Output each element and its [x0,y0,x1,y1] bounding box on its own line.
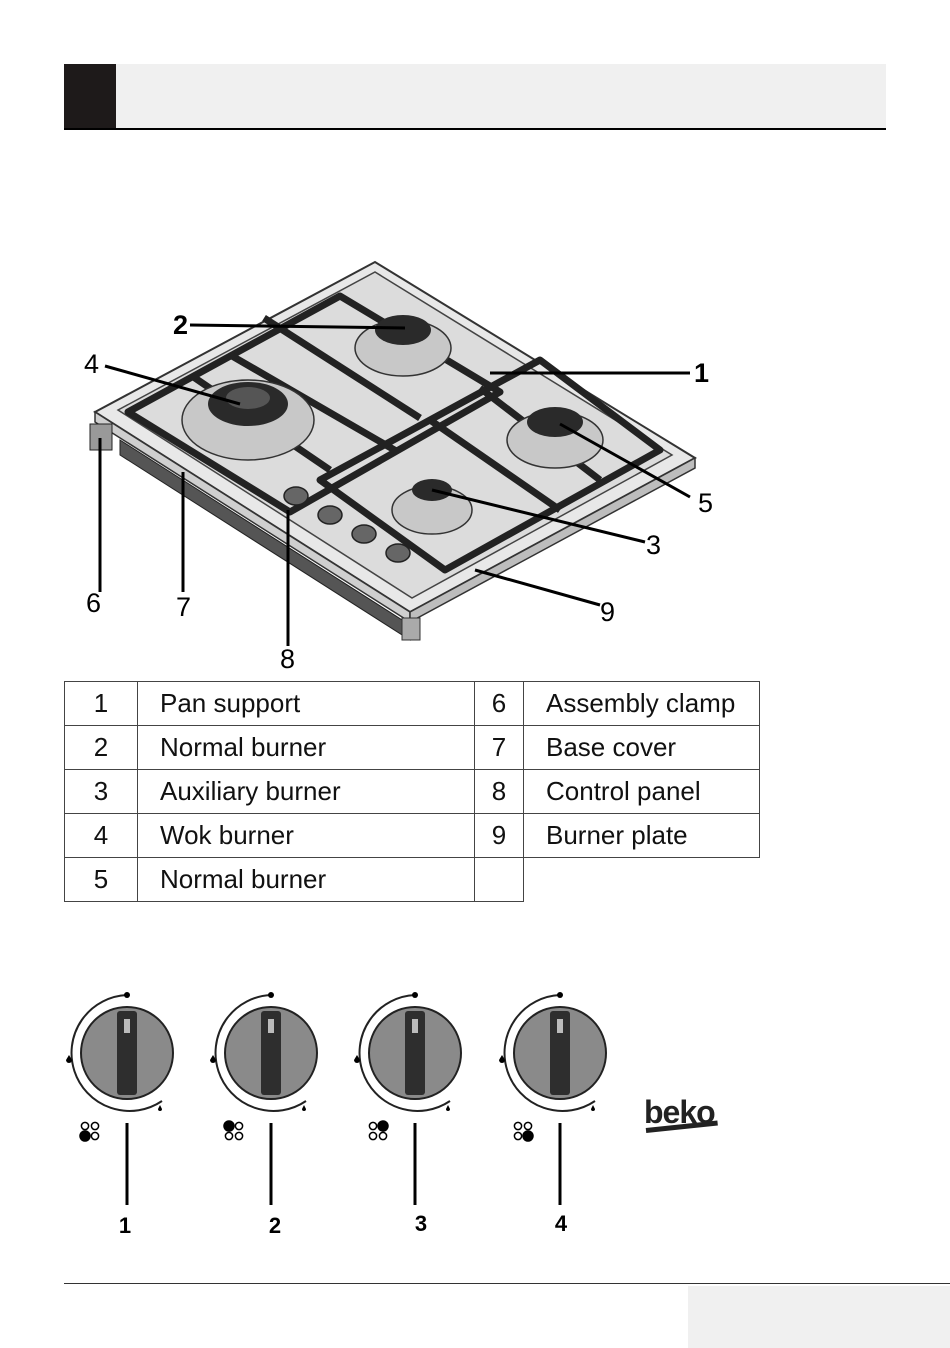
burner-dot [235,1132,242,1139]
burner-dot [235,1122,242,1129]
control-knob [354,992,461,1205]
knob-number-4: 4 [546,1211,576,1237]
parts-table: 1 Pan support 6 Assembly clamp 2 Normal … [64,681,760,902]
table-row: 5 Normal burner [65,858,760,902]
burner-dot [379,1132,386,1139]
part-number: 1 [65,682,138,726]
active-burner-dot [523,1131,533,1141]
part-label: Pan support [138,682,475,726]
burner-dot [514,1132,521,1139]
burner-dot [369,1132,376,1139]
hob-foot [402,618,420,640]
knob-indicator [124,1019,130,1033]
callout-4: 4 [84,349,99,380]
knob-number-3: 3 [406,1211,436,1237]
callout-6: 6 [86,588,101,619]
active-burner-dot [378,1121,388,1131]
table-row: 4 Wok burner 9 Burner plate [65,814,760,858]
callout-3: 3 [646,530,661,561]
part-number: 6 [475,682,524,726]
min-flame-icon [591,1105,595,1111]
active-burner-dot [224,1121,234,1131]
part-number: 8 [475,770,524,814]
callout-1: 1 [694,358,709,389]
off-position-dot [268,992,274,998]
table-row: 2 Normal burner 7 Base cover [65,726,760,770]
part-label: Burner plate [524,814,760,858]
part-number: 3 [65,770,138,814]
part-label: Control panel [524,770,760,814]
part-label: Base cover [524,726,760,770]
section-header-bar [64,64,886,130]
footer-page-tab [688,1286,950,1348]
table-row: 3 Auxiliary burner 8 Control panel [65,770,760,814]
knob-indicator [268,1019,274,1033]
knob-indicator [557,1019,563,1033]
part-number: 9 [475,814,524,858]
burner-dot [91,1132,98,1139]
burner-dot [369,1122,376,1129]
burner-dot [81,1122,88,1129]
min-flame-icon [446,1105,450,1111]
off-position-dot [412,992,418,998]
section-marker-block [64,64,116,128]
control-knob [66,992,173,1205]
table-row: 1 Pan support 6 Assembly clamp [65,682,760,726]
hob-illustration [0,240,950,680]
burner-dot [524,1122,531,1129]
part-number: 2 [65,726,138,770]
part-label: Auxiliary burner [138,770,475,814]
part-number: 5 [65,858,138,902]
knob-number-2: 2 [260,1213,290,1239]
empty-cell [524,858,760,902]
active-burner-dot [80,1131,90,1141]
callout-9: 9 [600,597,615,628]
min-flame-icon [302,1105,306,1111]
part-number [475,858,524,902]
knob-diagram [0,980,950,1250]
off-position-dot [124,992,130,998]
footer-rule [64,1283,950,1284]
control-knob [499,992,606,1205]
control-knob [210,992,317,1205]
part-number: 7 [475,726,524,770]
knob-indicator [412,1019,418,1033]
part-label: Wok burner [138,814,475,858]
min-flame-icon [158,1105,162,1111]
knob-number-1: 1 [110,1213,140,1239]
burner-dot [91,1122,98,1129]
callout-5: 5 [698,488,713,519]
part-label: Normal burner [138,726,475,770]
part-number: 4 [65,814,138,858]
burner-dot [225,1132,232,1139]
off-position-dot [557,992,563,998]
part-label: Assembly clamp [524,682,760,726]
callout-8: 8 [280,644,295,675]
callout-7: 7 [176,592,191,623]
part-label: Normal burner [138,858,475,902]
callout-2: 2 [173,310,188,341]
burner-dot [514,1122,521,1129]
